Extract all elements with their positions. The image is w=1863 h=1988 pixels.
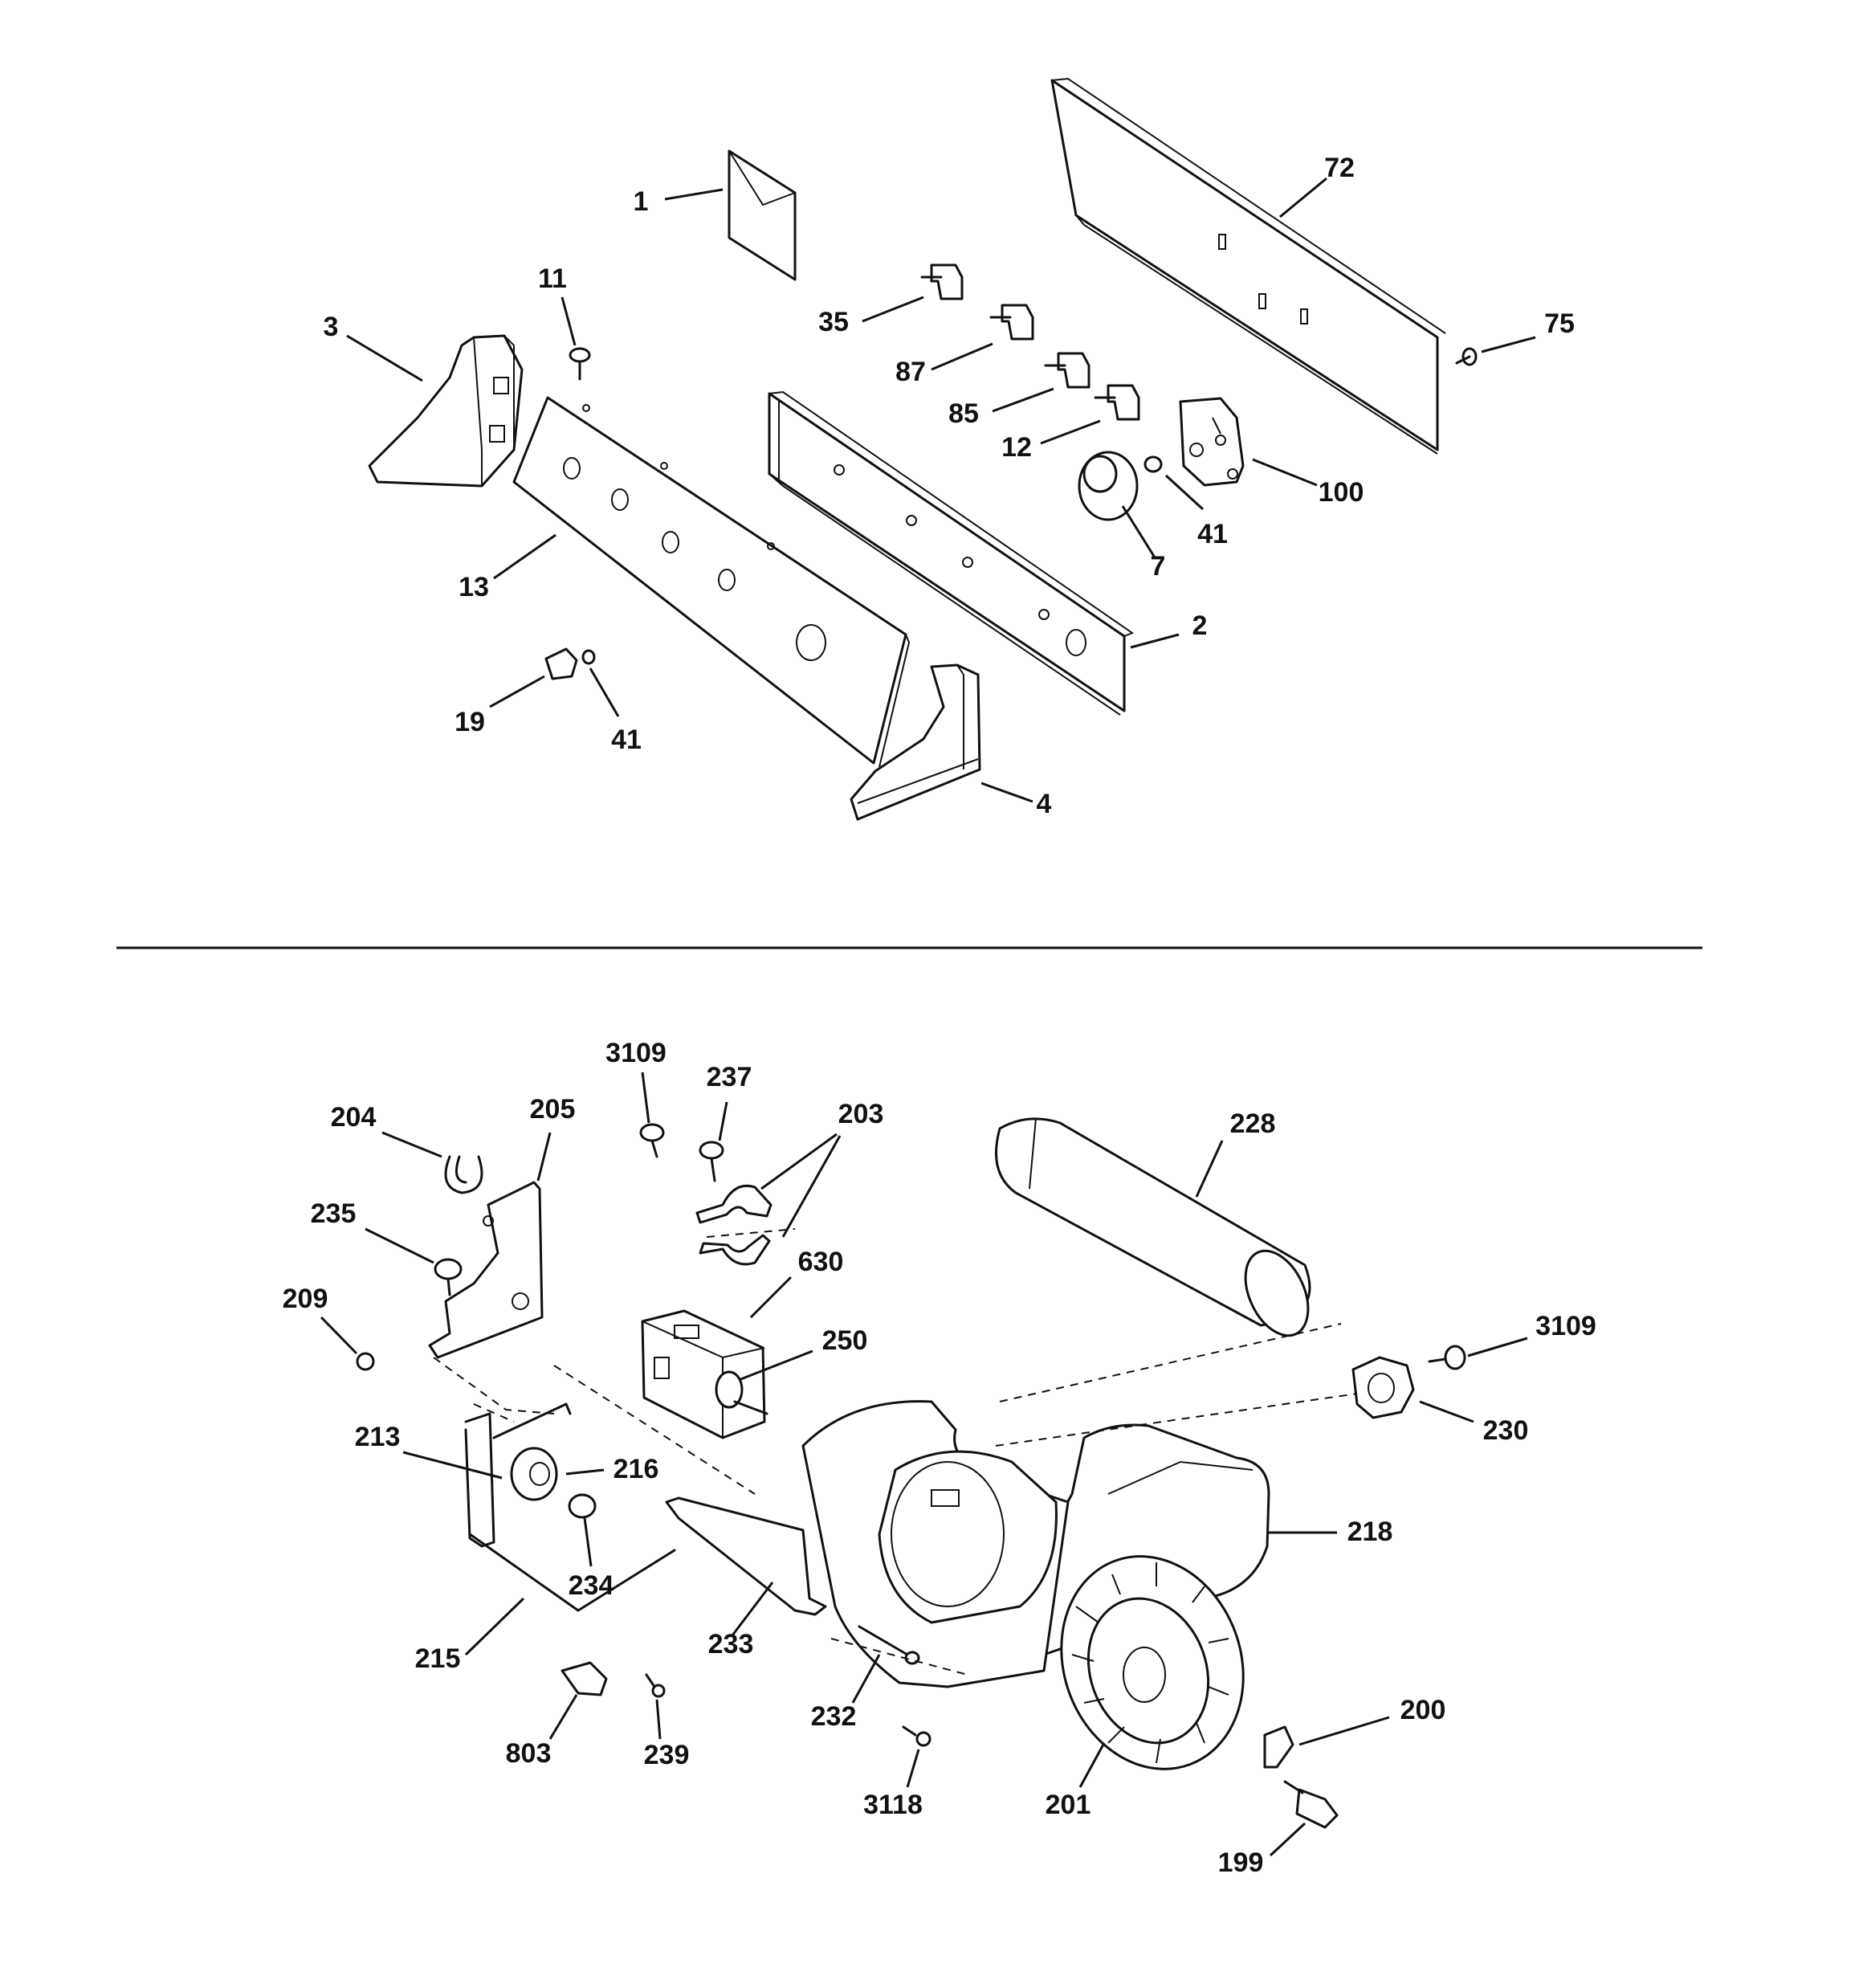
part-250-motor-shaft (715, 1370, 768, 1415)
part-3118-screw (902, 1725, 932, 1747)
part-234-nut (568, 1493, 597, 1519)
callout-35: 35 (818, 307, 849, 337)
part-19-knob (544, 647, 578, 680)
part-213-idler-arm (464, 1402, 572, 1548)
part-87-switch-clip (989, 304, 1034, 341)
callout-204: 204 (331, 1102, 377, 1133)
callout-203: 203 (838, 1099, 884, 1129)
part-205-bracket (428, 1181, 544, 1359)
part-228-exhaust-duct (995, 1117, 1311, 1337)
part-13-control-panel (512, 396, 911, 768)
part-75-screw (1455, 347, 1478, 366)
part-2-panel-bracket (768, 390, 1135, 716)
callout-235: 235 (311, 1198, 357, 1229)
callout-72: 72 (1324, 153, 1355, 183)
callout-233: 233 (708, 1629, 754, 1659)
callout-237: 237 (707, 1062, 752, 1092)
part-239-screw (645, 1673, 666, 1698)
callout-213: 213 (355, 1422, 401, 1452)
part-35-switch-clip (920, 263, 964, 300)
part-803-clip (561, 1661, 608, 1696)
part-4-right-endcap (850, 663, 981, 821)
callout-200: 200 (1400, 1695, 1446, 1725)
callout-630: 630 (798, 1247, 844, 1277)
assembly-guide-lines (433, 1228, 1358, 1676)
part-237-screw (699, 1141, 724, 1182)
callout-205: 205 (530, 1094, 576, 1125)
callout-803: 803 (506, 1738, 552, 1769)
part-3-left-endcap (368, 334, 524, 488)
part-233-motor-base (665, 1496, 827, 1616)
callout-2: 2 (1192, 610, 1208, 641)
part-41-knob-insert-lower (581, 649, 596, 665)
part-630-motor (641, 1309, 766, 1439)
callout-239: 239 (644, 1740, 690, 1770)
callout-3118: 3118 (863, 1790, 923, 1820)
part-204-clamp (444, 1155, 483, 1194)
callout-201: 201 (1046, 1790, 1091, 1820)
callout-209: 209 (283, 1284, 328, 1314)
callout-75: 75 (1544, 308, 1575, 339)
callout-85: 85 (948, 398, 979, 429)
callout-7: 7 (1151, 551, 1166, 582)
part-216-idler-pulley (510, 1447, 558, 1501)
callout-41-lower: 41 (611, 725, 642, 755)
callout-250: 250 (822, 1325, 868, 1356)
part-209-nut (356, 1352, 375, 1371)
callout-3109-left: 3109 (605, 1038, 667, 1068)
part-41-knob-insert-upper (1143, 455, 1163, 473)
part-3109-screw-right (1428, 1345, 1466, 1370)
callout-12: 12 (1001, 432, 1032, 463)
part-72-rear-panel (1050, 77, 1446, 455)
callout-228: 228 (1230, 1108, 1276, 1139)
callout-41-upper: 41 (1197, 519, 1228, 549)
part-12-switch-clip (1094, 384, 1140, 421)
callout-199: 199 (1218, 1847, 1264, 1878)
callout-215: 215 (415, 1643, 461, 1674)
callout-234: 234 (569, 1570, 614, 1601)
callout-4: 4 (1037, 789, 1052, 819)
callout-216: 216 (614, 1454, 659, 1484)
part-85-switch-clip (1044, 352, 1090, 389)
part-3109-screw-left (639, 1123, 665, 1158)
part-203-motor-clip (695, 1184, 773, 1266)
callout-100: 100 (1319, 477, 1364, 508)
callout-230: 230 (1483, 1415, 1529, 1446)
callout-19: 19 (455, 707, 485, 737)
part-235-screw (434, 1258, 463, 1296)
part-230-wheel-nut (1351, 1356, 1415, 1419)
part-100-timer (1179, 397, 1245, 487)
part-215-idler-spring (468, 1533, 676, 1612)
callout-3: 3 (324, 312, 339, 342)
part-199-thermistor (1283, 1780, 1339, 1829)
callout-13: 13 (459, 572, 489, 602)
callout-11: 11 (538, 263, 567, 294)
part-1-envelope (728, 149, 797, 281)
callout-labels: 1 72 11 3 35 75 87 85 12 100 41 7 13 2 1… (283, 153, 1596, 1878)
callout-232: 232 (811, 1701, 857, 1732)
part-7-timer-knob (1078, 451, 1139, 521)
callout-218: 218 (1347, 1517, 1393, 1547)
part-201-blower-wheel (1060, 1555, 1245, 1770)
part-200-sensor-bracket (1263, 1725, 1294, 1769)
callout-3109-right: 3109 (1535, 1311, 1596, 1341)
part-bulkhead-housing (801, 1400, 1070, 1688)
part-11-screw (569, 347, 591, 381)
callout-1: 1 (634, 186, 649, 217)
callout-87: 87 (895, 357, 926, 387)
